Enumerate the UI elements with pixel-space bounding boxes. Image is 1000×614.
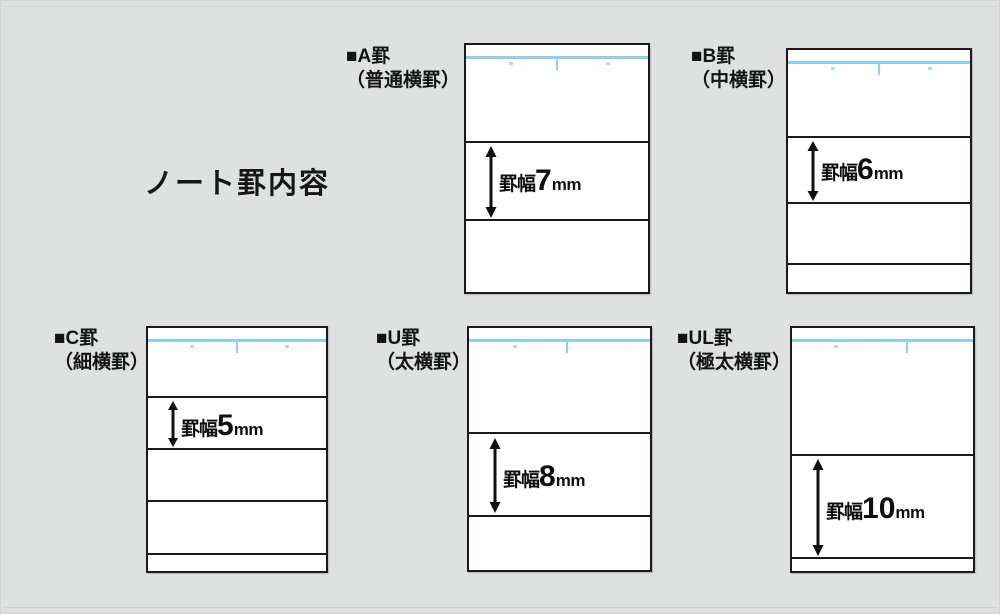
rule-tick-center-c [236,342,238,353]
dimension-arrow-b [807,141,819,201]
dimension-unit-a: mm [551,175,582,194]
dimension-number-a: 7 [535,164,552,197]
rule-tick-center-ul [906,342,908,353]
notebook-row [148,328,326,398]
notebook-row [148,555,326,571]
dimension-caption-a: 罫幅7mm [499,166,581,196]
spec-code-a: ■A罫 [346,46,391,67]
dimension-number-c: 5 [217,409,234,442]
rule-tick-center-a [556,59,558,70]
blue-rule-a [466,56,648,59]
notebook-row [469,517,650,570]
dimension-caption-ul: 罫幅10mm [826,494,925,524]
blue-rule-c [148,339,326,342]
spec-code-u: ■U罫 [376,328,421,349]
notebook-row [788,50,970,138]
spec-sub-u: （太横罫） [376,352,472,374]
spec-code-c: ■C罫 [54,328,99,349]
notebook-panel-ul: 罫幅10mm [790,326,975,573]
dimension-caption-u: 罫幅8mm [503,462,585,492]
dimension-unit-c: mm [233,420,264,439]
blue-rule-ul [792,339,973,342]
dimension-number-ul: 10 [862,492,896,525]
page-title: ノート罫内容 [144,168,331,200]
notebook-row [466,143,648,221]
spec-sub-ul: （極太横罫） [677,352,792,374]
rule-tick-dot-right-a [606,62,610,65]
notebook-row [788,138,970,204]
dimension-arrow-ul [812,459,824,556]
spec-sub-b: （中横罫） [691,70,787,92]
dimension-unit-ul: mm [895,503,925,522]
dimension-arrow-a [485,146,497,218]
dimension-number-u: 8 [539,460,556,493]
spec-label-ul: ■UL罫 （極太横罫） [677,327,791,376]
spec-label-a: ■A罫 （普通横罫） [346,45,460,94]
dimension-caption-b: 罫幅6mm [821,155,903,185]
rule-tick-center-b [878,64,880,75]
dimension-kanji-b: 罫幅 [821,163,858,184]
dimension-unit-u: mm [555,471,586,490]
page-top-divider [5,6,997,7]
spec-label-c: ■C罫 （細横罫） [54,327,149,376]
notebook-row [469,434,650,517]
notebook-row [788,204,970,265]
dimension-unit-b: mm [873,164,904,183]
notebook-row [148,502,326,555]
notebook-row [792,456,973,559]
dimension-kanji-a: 罫幅 [499,174,536,195]
dimension-kanji-c: 罫幅 [181,419,218,440]
rule-tick-dot-right-b [928,67,932,70]
notebook-panel-u: 罫幅8mm [467,326,652,572]
dimension-number-b: 6 [857,153,874,186]
spec-code-b: ■B罫 [691,46,736,67]
dimension-arrow-u [489,438,501,513]
notebook-row [148,450,326,502]
notebook-row [469,328,650,434]
page-bottom-divider [5,607,997,608]
rule-tick-center-u [566,342,568,353]
notebook-row [466,221,648,292]
notebook-panel-a: 罫幅7mm [464,43,650,294]
rule-tick-dot-left-ul [834,345,838,348]
dimension-kanji-u: 罫幅 [503,470,540,491]
notebook-row [792,328,973,456]
rule-tick-dot-right-c [285,345,289,348]
notebook-row [466,45,648,143]
rule-tick-dot-left-u [513,345,517,348]
rule-tick-dot-left-b [831,67,835,70]
spec-sub-c: （細横罫） [54,352,150,374]
rule-tick-dot-left-c [190,345,194,348]
notebook-panel-c: 罫幅5mm [146,326,328,573]
notebook-row [148,398,326,450]
blue-rule-b [788,61,970,64]
notebook-row [792,559,973,571]
spec-code-ul: ■UL罫 [677,328,733,349]
dimension-arrow-c [168,401,178,447]
notebook-panel-b: 罫幅6mm [786,48,972,294]
dimension-kanji-ul: 罫幅 [826,502,863,523]
dimension-caption-c: 罫幅5mm [181,411,263,441]
spec-label-b: ■B罫 （中横罫） [691,45,786,94]
rule-tick-dot-left-a [509,62,513,65]
notebook-row [788,265,970,292]
spec-sub-a: （普通横罫） [346,70,461,92]
blue-rule-u [469,339,650,342]
spec-label-u: ■U罫 （太横罫） [376,327,471,376]
